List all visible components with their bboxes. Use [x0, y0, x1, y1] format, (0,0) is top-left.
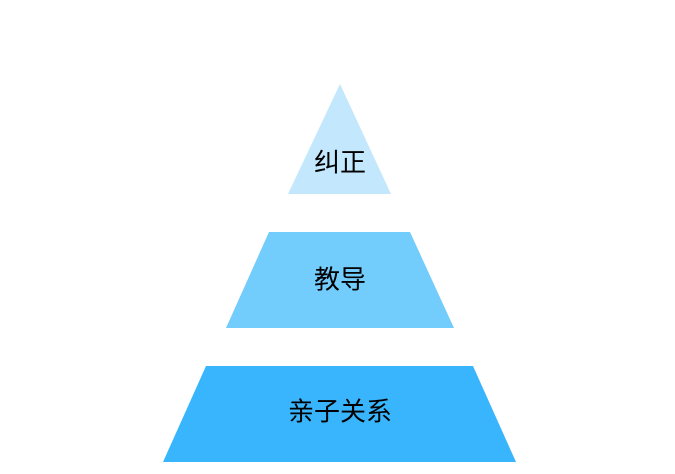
tier-middle-shape — [226, 232, 454, 328]
tier-top-label: 纠正 — [314, 149, 366, 179]
pyramid-tier-bottom: 亲子关系 — [163, 366, 516, 462]
pyramid-tier-middle: 教导 — [226, 232, 454, 328]
tier-top-shape — [288, 84, 391, 194]
pyramid-tier-top: 纠正 — [288, 84, 391, 194]
tier-middle-label: 教导 — [314, 266, 366, 296]
tier-bottom-label: 亲子关系 — [288, 398, 392, 428]
tier-bottom-shape — [163, 366, 516, 462]
